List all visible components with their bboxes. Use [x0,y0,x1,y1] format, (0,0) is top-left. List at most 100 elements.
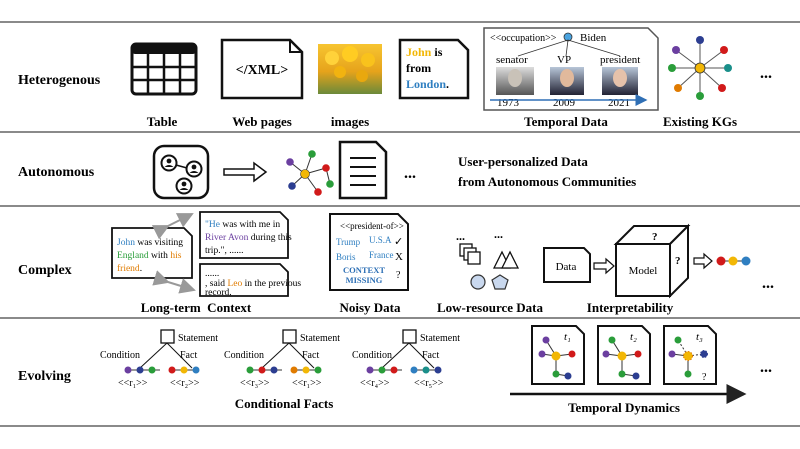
biden-node [563,32,573,42]
row-label-complex: Complex [18,263,72,278]
svg-text:?: ? [702,372,707,383]
label-conditional-facts: Conditional Facts [235,396,334,411]
hetero-ellipsis: ... [760,65,772,82]
svg-text:<<r₃>>: <<r₃>> [240,378,270,389]
biden-label: Biden [580,32,607,44]
temporal-data-panel: <<occupation>> Biden senator VP presiden… [483,27,659,111]
row-label-autonomous: Autonomous [18,165,95,180]
svg-text:Condition: Condition [100,350,140,361]
label-low-resource-data: Low-resource Data [437,300,544,315]
svg-text:1973: 1973 [497,97,520,109]
svg-text:Fact: Fact [302,350,319,361]
svg-text:Fact: Fact [422,350,439,361]
svg-text:<<r₂>>: <<r₂>> [170,378,200,389]
svg-text:, said Leo in the previous: , said Leo in the previous [205,279,301,289]
svg-text:t₁: t₁ [564,331,571,343]
context-card-2: "He was with me in River Avon during thi… [199,211,292,259]
svg-text:?: ? [396,270,401,281]
svg-text:VP: VP [557,54,571,66]
label-interpretability: Interpretability [587,300,674,315]
svg-text:<<president-of>>: <<president-of>> [340,221,404,231]
svg-text:friend.: friend. [117,263,142,274]
context-link-arrow-1 [151,213,194,240]
svg-text:?: ? [675,255,681,267]
svg-text:John is: John is [406,45,443,59]
model-cube: Model ? ? [613,223,691,299]
context-card-3: ...... , said Leo in the previous record… [199,263,301,298]
row-label-heterogenous: Heterogenous [18,73,101,88]
community-graph [286,150,334,196]
snapshot-t2: t₂ [597,325,651,385]
svg-text:Statement: Statement [300,333,340,344]
label-temporal-data: Temporal Data [524,114,608,129]
label-images: images [331,114,369,129]
svg-text:......: ...... [205,269,219,279]
noisy-data-card: <<president-of>> Trump U.S.A ✓ Boris Fra… [329,213,409,291]
auto-desc-line1: User-personalized Data [458,154,588,169]
svg-text:t₂: t₂ [630,331,637,343]
svg-text:John was visiting: John was visiting [117,238,183,248]
svg-text:River Avon during this: River Avon during this [205,233,292,243]
community-users-icon [152,144,210,200]
hollow-arrow-icon [223,161,268,183]
flower-image [318,44,382,94]
svg-text:from: from [406,61,431,75]
hollow-arrow-small-icon [593,257,615,275]
conditional-fact-2: Statement Condition Fact <<r₃>> <<r₁>> [224,329,340,389]
table-icon [130,42,198,96]
svg-text:Condition: Condition [352,350,392,361]
svg-text:CONTEXT: CONTEXT [343,265,385,275]
svg-text:London.: London. [406,77,449,91]
svg-text:...: ... [456,229,465,243]
svg-text:"He was with me in: "He was with me in [205,220,280,230]
svg-text:Fact: Fact [180,350,197,361]
svg-text:<<r₅>>: <<r₅>> [414,378,444,389]
svg-text:Condition: Condition [224,350,264,361]
svg-text:trip.", ......: trip.", ...... [205,246,243,256]
svg-text:Statement: Statement [178,333,218,344]
svg-text:U.S.A: U.S.A [369,235,392,245]
svg-text:Data: Data [556,261,577,273]
complex-ellipsis: ... [762,275,774,292]
hollow-arrow-small-icon-2 [693,252,713,270]
kg-star-graph [668,36,732,100]
label-existing-kgs: Existing KGs [663,114,737,129]
svg-text:<<r₄>>: <<r₄>> [360,378,390,389]
svg-text:president: president [600,54,640,66]
evolve-ellipsis: ... [760,359,772,376]
auto-desc-line2: from Autonomous Communities [458,174,636,189]
svg-text:2009: 2009 [553,97,576,109]
label-table: Table [147,114,178,129]
conditional-fact-1: Statement Condition Fact <<r₁>> <<r₂>> [100,329,218,389]
context-link-arrow-2 [152,270,196,294]
svg-text:record.: record. [205,288,232,298]
svg-text:France: France [369,250,394,260]
svg-text:<<r₁>>: <<r₁>> [292,378,322,389]
row-label-evolving: Evolving [18,369,71,384]
snapshot-t3: t₃ ? [663,325,717,385]
label-web-pages: Web pages [232,114,292,129]
xml-document-icon: </XML> [220,38,304,100]
svg-text:...: ... [494,227,503,241]
auto-ellipsis: ... [404,165,416,182]
svg-text:senator: senator [496,54,528,66]
svg-text:<<r₁>>: <<r₁>> [118,378,148,389]
svg-text:Trump: Trump [336,237,361,247]
svg-text:MISSING: MISSING [346,275,383,285]
xml-icon-text: </XML> [236,63,289,78]
label-noisy-data: Noisy Data [339,300,401,315]
context-card-1: John was visiting England with his frien… [111,227,193,279]
svg-text:Boris: Boris [336,252,356,262]
svg-text:✓: ✓ [394,236,403,248]
svg-text:Model: Model [629,265,658,277]
svg-text:2021: 2021 [608,97,630,109]
low-resource-shapes: ... ... [456,227,520,290]
text-card-icon: John is from London. [398,38,470,100]
output-triple [716,256,751,266]
label-long-term-context: Long-term Context [141,300,252,315]
document-icon [338,140,388,200]
label-temporal-dynamics: Temporal Dynamics [568,400,680,415]
snapshot-t1: t₁ [531,325,585,385]
data-box: Data [543,247,591,283]
